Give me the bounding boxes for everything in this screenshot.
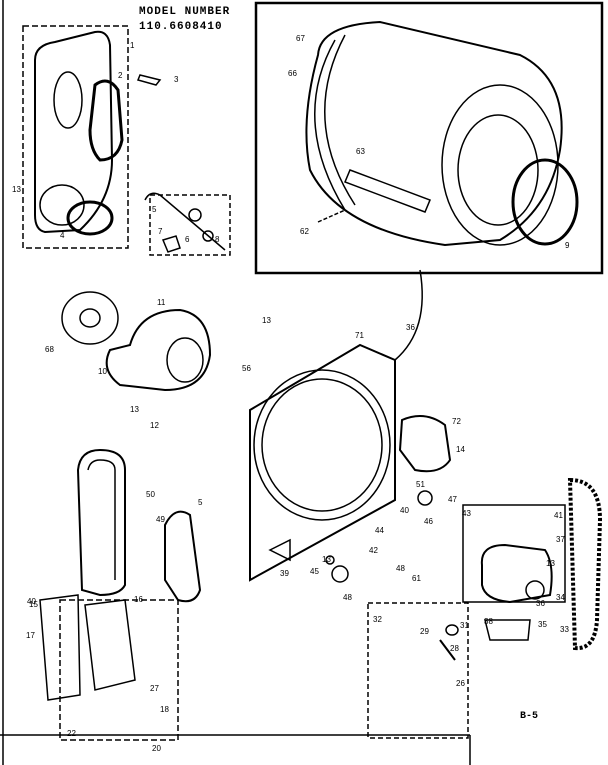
- callout: 66: [288, 69, 297, 78]
- callout: 37: [556, 535, 565, 544]
- callout: 8: [215, 235, 220, 244]
- exhaust-duct: [34, 30, 114, 234]
- callout: 48: [396, 564, 405, 573]
- callout: 11: [157, 298, 166, 307]
- callout: 15: [29, 600, 38, 609]
- heater-box: [59, 599, 179, 741]
- callout: 17: [26, 631, 35, 640]
- callout: 18: [160, 705, 169, 714]
- callout: 28: [450, 644, 459, 653]
- callout: 62: [300, 227, 309, 236]
- callout: 33: [560, 625, 569, 634]
- callout: 43: [462, 509, 471, 518]
- callout: 26: [456, 679, 465, 688]
- idler-box: [367, 602, 469, 739]
- callout: 40: [400, 506, 409, 515]
- callout: 31: [460, 621, 469, 630]
- callout: 13: [12, 185, 21, 194]
- callout: 32: [373, 615, 382, 624]
- motor: [480, 543, 553, 604]
- page-code: B-5: [520, 711, 539, 722]
- callout: 61: [412, 574, 421, 583]
- thermostat-plate: [164, 510, 202, 603]
- model-number-label: MODEL NUMBER: [139, 6, 231, 18]
- callout: 46: [424, 517, 433, 526]
- callout: 16: [134, 595, 143, 604]
- drum-seal: [511, 158, 579, 246]
- callout: 13: [130, 405, 139, 414]
- exhaust-duct-box: [22, 25, 129, 249]
- callout: 29: [420, 627, 429, 636]
- callout: 10: [98, 367, 107, 376]
- front-bulkhead: [249, 343, 396, 582]
- heater-cover: [398, 415, 452, 473]
- callout: 34: [556, 593, 565, 602]
- callout: 27: [150, 684, 159, 693]
- gasket: [88, 79, 124, 162]
- callout: 50: [146, 490, 155, 499]
- seal-ring: [66, 200, 114, 236]
- motor-box: [462, 504, 566, 603]
- callout: 36: [536, 599, 545, 608]
- callout: 72: [452, 417, 461, 426]
- blower-housing: [105, 308, 212, 392]
- callout: 6: [185, 235, 190, 244]
- callout: 38: [484, 617, 493, 626]
- clip: [136, 74, 162, 86]
- blower-wheel: [61, 291, 119, 345]
- callout: 63: [356, 147, 365, 156]
- callout: 44: [375, 526, 384, 535]
- callout: 5: [152, 205, 157, 214]
- callout: 48: [343, 593, 352, 602]
- callout: 12: [150, 421, 159, 430]
- callout: 2: [118, 71, 123, 80]
- baffle: [344, 169, 431, 213]
- callout: 5: [198, 498, 203, 507]
- callout: 14: [456, 445, 465, 454]
- callout: 42: [369, 546, 378, 555]
- heater-duct: [76, 448, 126, 597]
- callout: 49: [156, 515, 165, 524]
- drive-belt: [567, 477, 603, 651]
- callout: 13: [322, 555, 331, 564]
- callout: 20: [152, 744, 161, 753]
- callout: 47: [448, 495, 457, 504]
- callout: 71: [355, 331, 364, 340]
- callout: 22: [67, 729, 76, 738]
- heater-element: [84, 599, 136, 691]
- callout: 35: [538, 620, 547, 629]
- callout: 40: [27, 597, 36, 606]
- callout: 3: [174, 75, 179, 84]
- callout: 13: [546, 559, 555, 568]
- callout: 4: [60, 231, 65, 240]
- model-number-value: 110.6608410: [139, 21, 223, 33]
- callout: 13: [262, 316, 271, 325]
- callout: 7: [158, 227, 163, 236]
- callout: 45: [310, 567, 319, 576]
- callout: 9: [565, 241, 570, 250]
- callout: 39: [280, 569, 289, 578]
- drum-box: [254, 1, 604, 275]
- callout: 51: [416, 480, 425, 489]
- callout: 67: [296, 34, 305, 43]
- callout: 68: [45, 345, 54, 354]
- callout: 41: [554, 511, 563, 520]
- callout-labels: 67 66 1 2 3 13 4 5 6 7 8 9 62 63 68 10 1…: [12, 34, 570, 753]
- callout: 1: [130, 41, 135, 50]
- callout: 56: [242, 364, 251, 373]
- callout: 36: [406, 323, 415, 332]
- drum: [305, 20, 563, 247]
